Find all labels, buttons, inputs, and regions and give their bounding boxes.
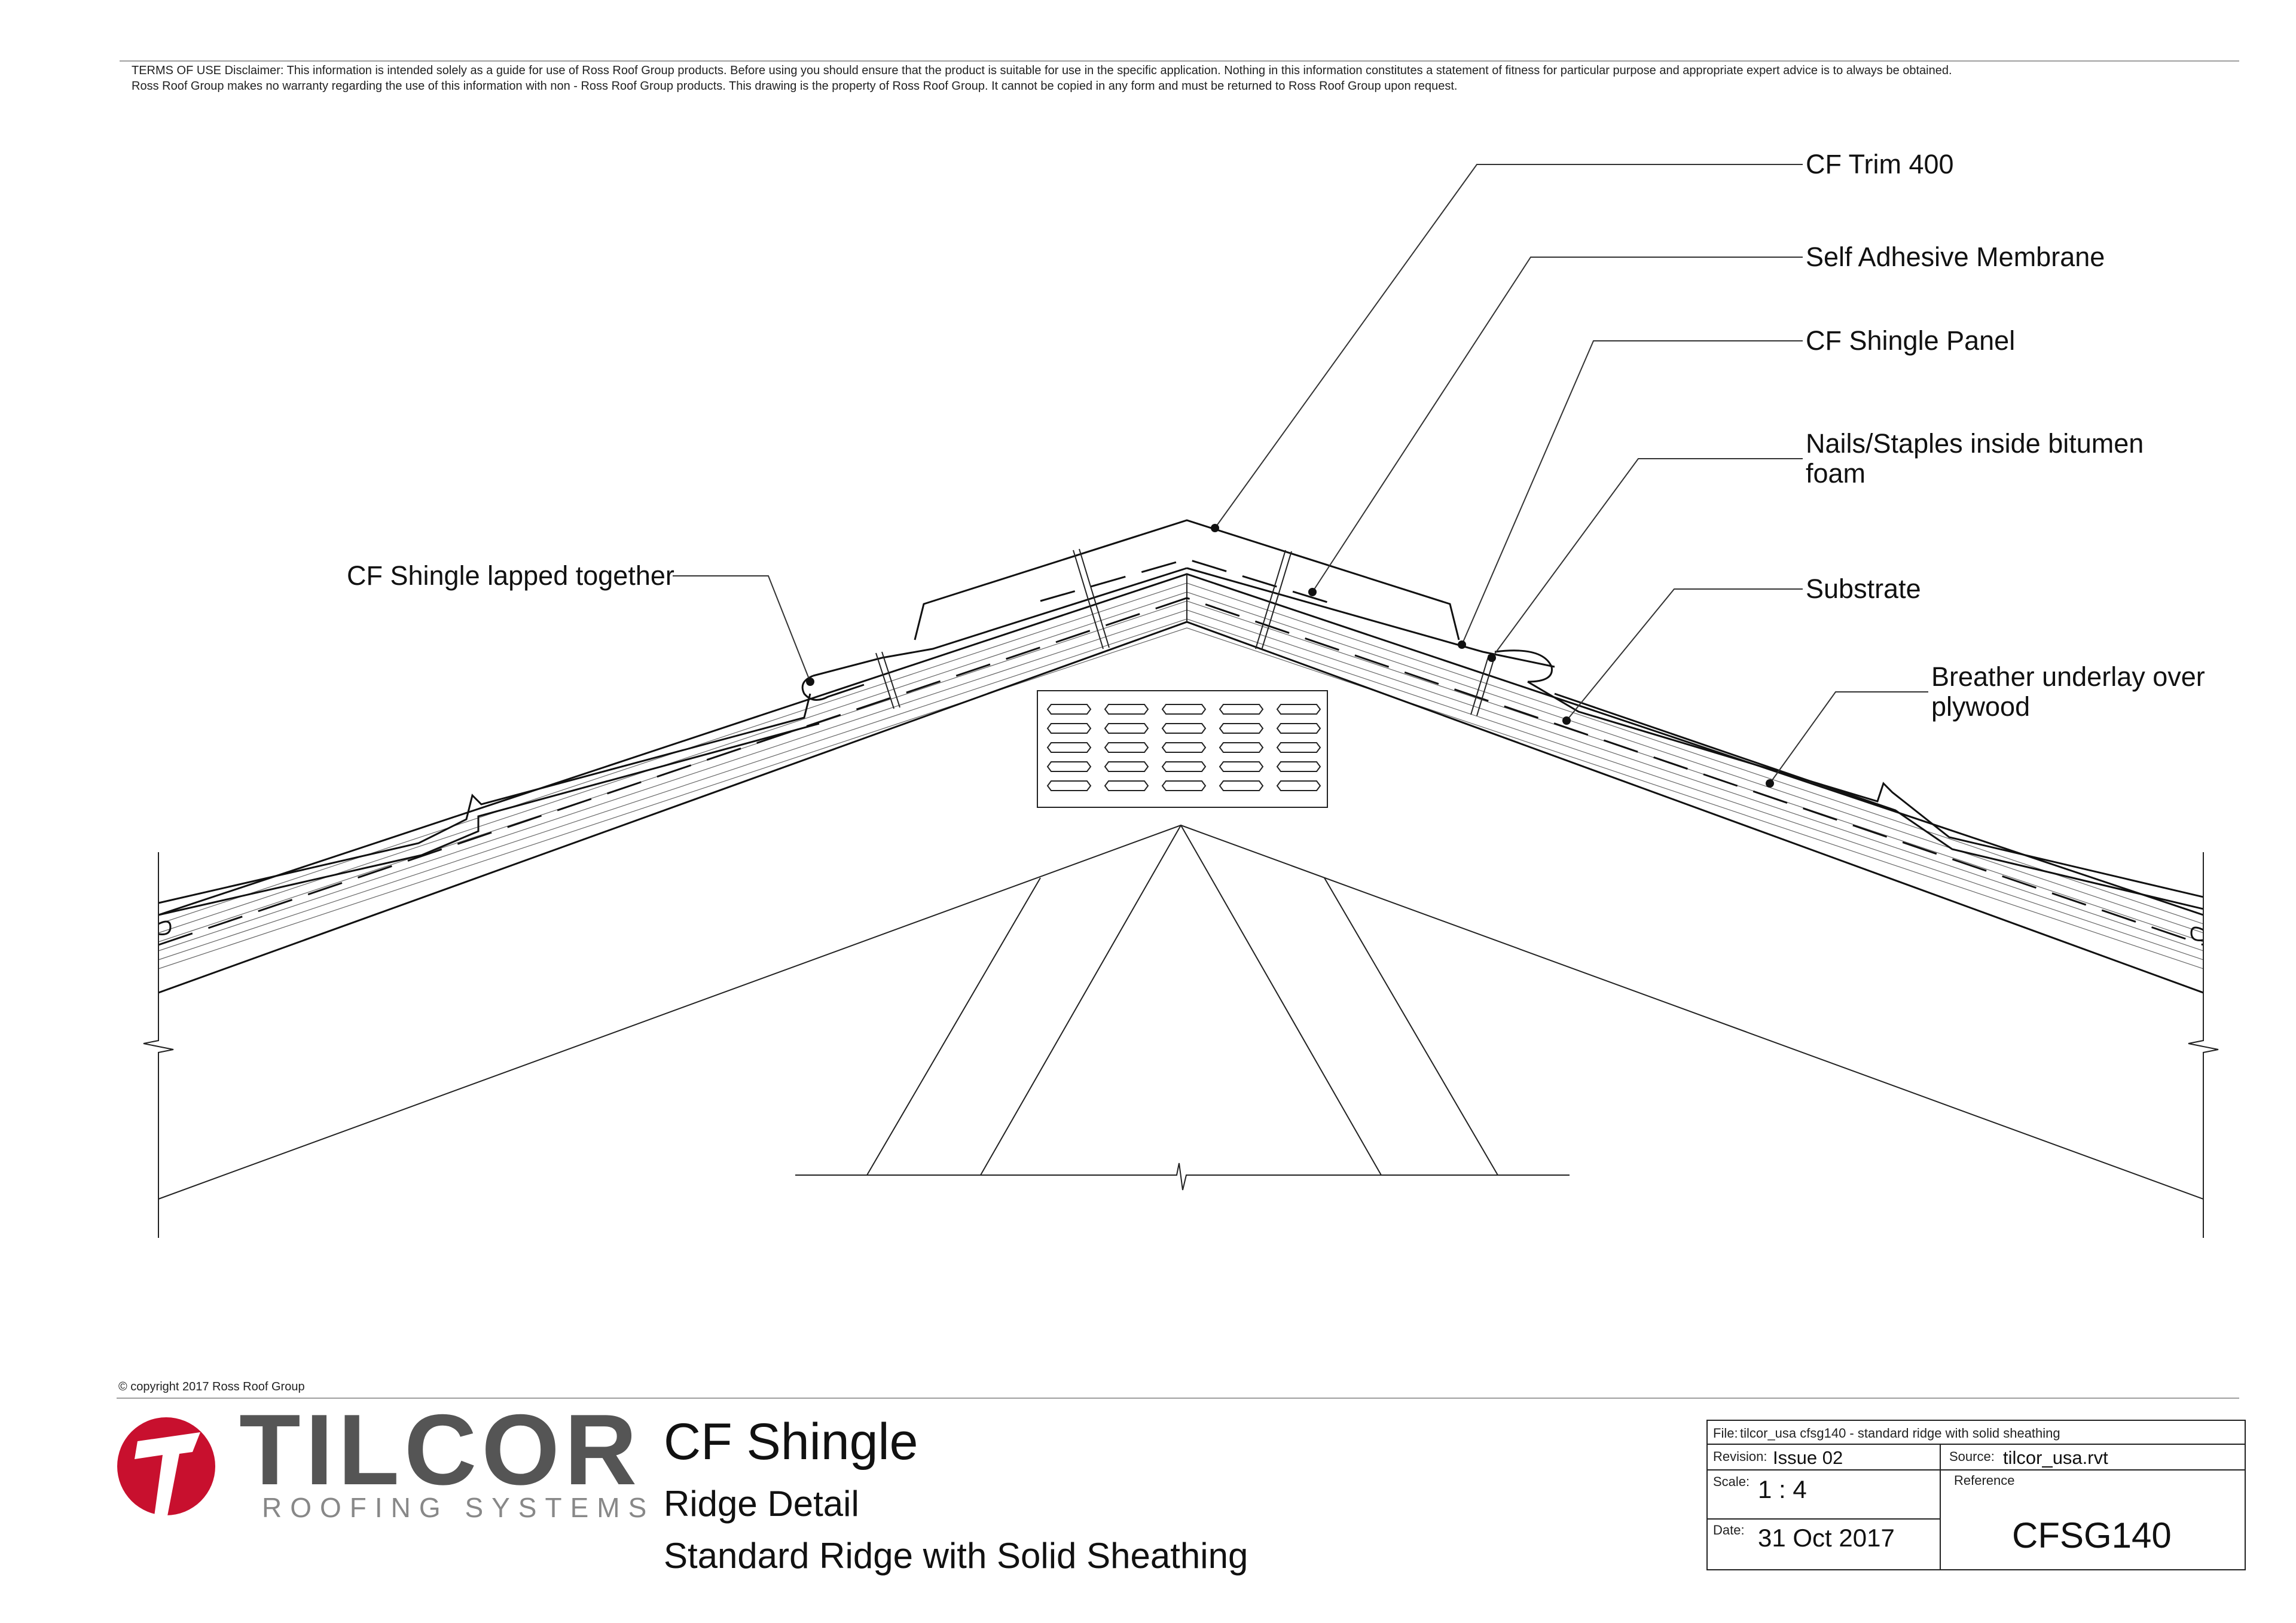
title-description: Standard Ridge with Solid Sheathing (664, 1536, 1248, 1576)
right-shingle-panels (1186, 567, 2204, 941)
disclaimer-line-2: Ross Roof Group makes no warranty regard… (132, 80, 1457, 93)
breather-underlay (158, 597, 2204, 946)
copyright: © copyright 2017 Ross Roof Group (118, 1380, 305, 1393)
vent-slot (1219, 704, 1264, 715)
vent-slot (1161, 742, 1207, 753)
annotations: CF Trim 400 Self Adhesive Membrane CF Sh… (347, 149, 2205, 788)
tb-file-value: tilcor_usa cfsg140 - standard ridge with… (1740, 1426, 2060, 1441)
disclaimer-line-1: TERMS OF USE Disclaimer: This informatio… (132, 64, 1952, 77)
label-breather-underlay-2: plywood (1931, 691, 2030, 722)
vent-slot (1276, 723, 1321, 734)
break-lines (143, 852, 2219, 1238)
substrate-layers (158, 573, 2204, 994)
vent-slot (1276, 780, 1321, 791)
vent-slot (1161, 723, 1207, 734)
label-breather-underlay-1: Breather underlay over (1931, 661, 2205, 692)
tilcor-logo: TILCOR ROOFING SYSTEMS (117, 1393, 655, 1523)
vent-slot (1276, 704, 1321, 715)
label-substrate: Substrate (1806, 573, 1921, 604)
vent-slot (1104, 723, 1149, 734)
left-shingle-panels (158, 567, 1187, 935)
vent-slot (1219, 780, 1264, 791)
tb-file-label: File: (1713, 1426, 1738, 1441)
tb-scale-value: 1 : 4 (1758, 1475, 1807, 1503)
vent-slot (1161, 761, 1207, 772)
vent-slot (1046, 742, 1092, 753)
vent-slot (1219, 723, 1264, 734)
tb-source-value: tilcor_usa.rvt (2003, 1447, 2108, 1468)
label-nails-staples-1: Nails/Staples inside bitumen (1806, 428, 2144, 459)
vent-slot (1104, 761, 1149, 772)
vent-slot (1276, 742, 1321, 753)
roof-truss (158, 824, 2204, 1200)
tb-reference-value: CFSG140 (2012, 1515, 2172, 1555)
tb-scale-label: Scale: (1713, 1474, 1750, 1489)
vent-slot (1046, 761, 1092, 772)
vent-slot (1161, 780, 1207, 791)
title-product: CF Shingle (664, 1413, 918, 1471)
vent-slot (1104, 704, 1149, 715)
vent-slot (1046, 723, 1092, 734)
tb-revision-label: Revision: (1713, 1449, 1767, 1464)
label-self-adhesive-membrane: Self Adhesive Membrane (1806, 242, 2105, 272)
brand-tagline: ROOFING SYSTEMS (262, 1492, 655, 1523)
vent-slot (1046, 704, 1092, 715)
ridge-vent (1037, 690, 1328, 808)
label-cf-shingle-panel: CF Shingle Panel (1806, 325, 2015, 356)
tb-source-label: Source: (1949, 1449, 1995, 1464)
label-cf-shingle-lapped: CF Shingle lapped together (347, 560, 674, 591)
tb-reference-label: Reference (1954, 1473, 2015, 1488)
vent-slot (1104, 780, 1149, 791)
tb-revision-value: Issue 02 (1773, 1447, 1843, 1468)
vent-slot (1276, 761, 1321, 772)
nails-staples (875, 548, 1495, 716)
label-cf-trim-400: CF Trim 400 (1806, 149, 1954, 179)
tb-date-value: 31 Oct 2017 (1758, 1524, 1895, 1552)
vent-slot (1104, 742, 1149, 753)
vent-slots (1046, 704, 1321, 791)
brand-name: TILCOR (239, 1393, 642, 1506)
vent-slot (1219, 761, 1264, 772)
cf-trim-400 (914, 519, 1460, 640)
vent-slot (1046, 780, 1092, 791)
roof-section (143, 519, 2219, 1238)
vent-slot (1219, 742, 1264, 753)
label-nails-staples-2: foam (1806, 458, 1866, 489)
title-detail: Ridge Detail (664, 1484, 859, 1524)
tb-date-label: Date: (1713, 1523, 1745, 1537)
title-block: File: tilcor_usa cfsg140 - standard ridg… (1706, 1420, 2246, 1570)
vent-slot (1161, 704, 1207, 715)
